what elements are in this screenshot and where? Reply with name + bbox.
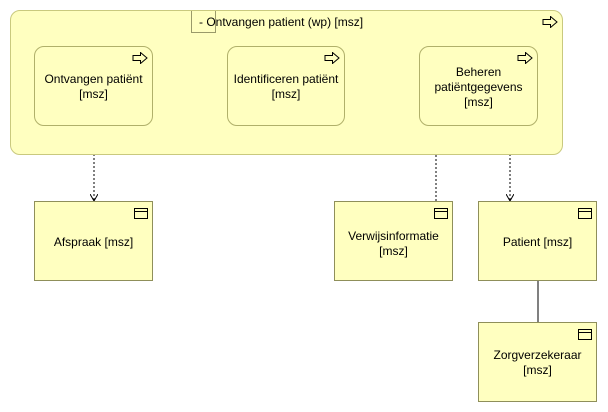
object-label: Zorgverzekeraar [msz] [493,348,582,377]
process-arrow-icon [517,52,533,64]
group-title: - Ontvangen patient (wp) [msz] [199,15,364,29]
object-zorgverzekeraar[interactable]: Zorgverzekeraar [msz] [478,322,597,402]
business-object-icon [434,208,448,219]
business-object-icon [134,208,148,219]
group-name-tab [191,11,216,33]
object-patient[interactable]: Patient [msz] [478,201,597,281]
process-label: Ontvangen patiënt [msz] [44,72,143,101]
process-arrow-icon [132,52,148,64]
object-label: Patient [msz] [502,235,573,249]
process-beheren-patientgegevens[interactable]: Beheren patiëntgegevens [msz] [419,46,538,126]
process-arrow-icon [542,16,558,28]
process-ontvangen-patient[interactable]: Ontvangen patiënt [msz] [34,46,153,126]
object-label: Afspraak [msz] [53,235,134,249]
process-label: Beheren patiëntgegevens [msz] [434,65,523,109]
process-identificeren-patient[interactable]: Identificeren patiënt [msz] [227,46,345,126]
process-arrow-icon [324,52,340,64]
business-object-icon [578,208,592,219]
object-verwijsinformatie[interactable]: Verwijsinformatie [msz] [334,201,453,281]
process-label: Identificeren patiënt [msz] [233,72,339,101]
business-object-icon [578,329,592,340]
object-label: Verwijsinformatie [msz] [348,229,439,258]
object-afspraak[interactable]: Afspraak [msz] [34,201,153,281]
